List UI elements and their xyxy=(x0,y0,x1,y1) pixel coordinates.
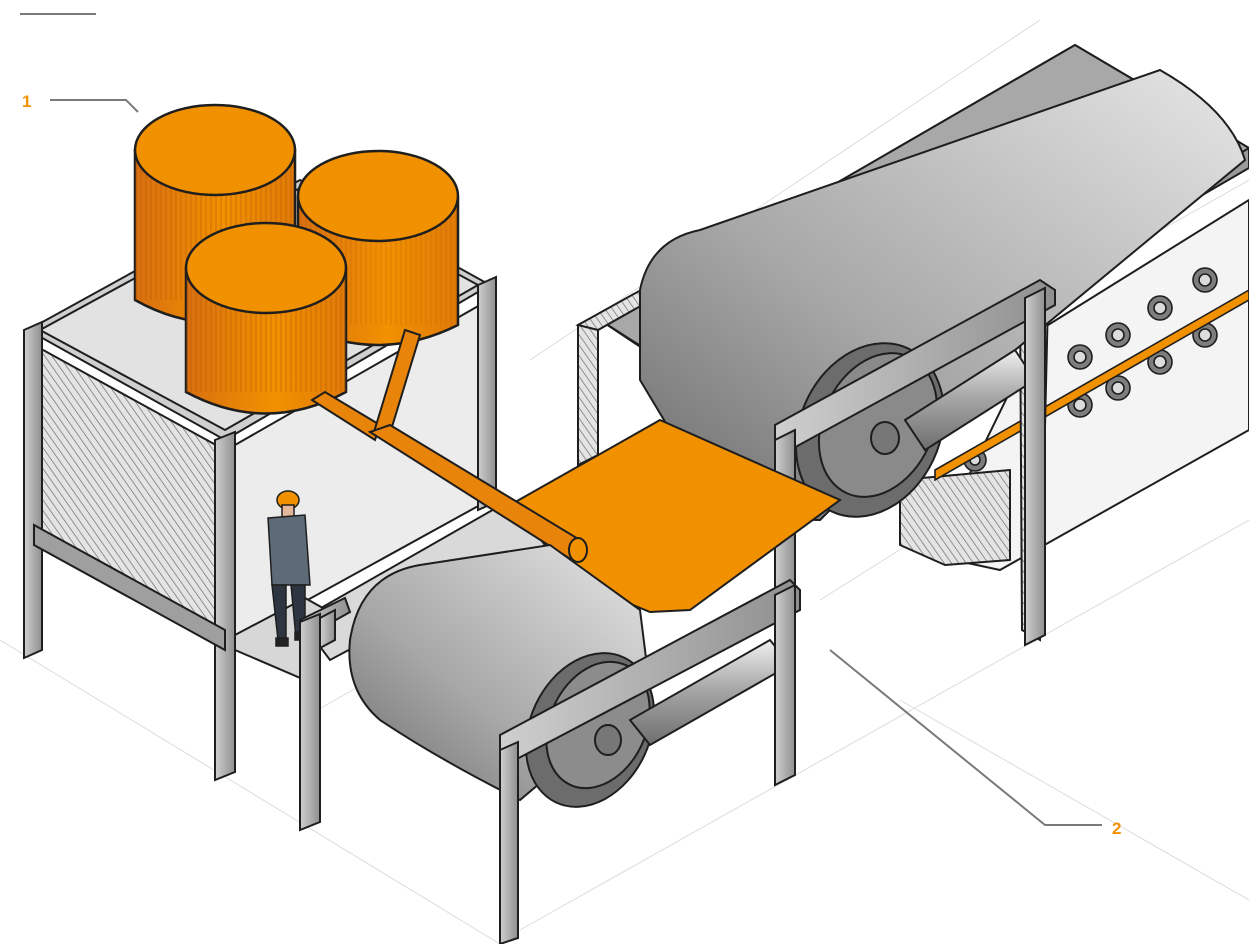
callout-2-leader xyxy=(829,649,1102,826)
feed-pipe xyxy=(310,328,588,563)
front-portal-frame xyxy=(297,578,801,944)
callout-2-number: 2 xyxy=(1112,819,1121,838)
heater-nozzles xyxy=(934,267,1249,482)
worker-figure xyxy=(267,490,311,647)
callout-1: 1 xyxy=(22,92,139,113)
front-drum xyxy=(348,543,792,808)
callout-1-leader xyxy=(50,99,139,113)
callout-1-number: 1 xyxy=(22,92,31,111)
callout-2: 2 xyxy=(829,649,1121,838)
tank-front xyxy=(184,221,348,415)
